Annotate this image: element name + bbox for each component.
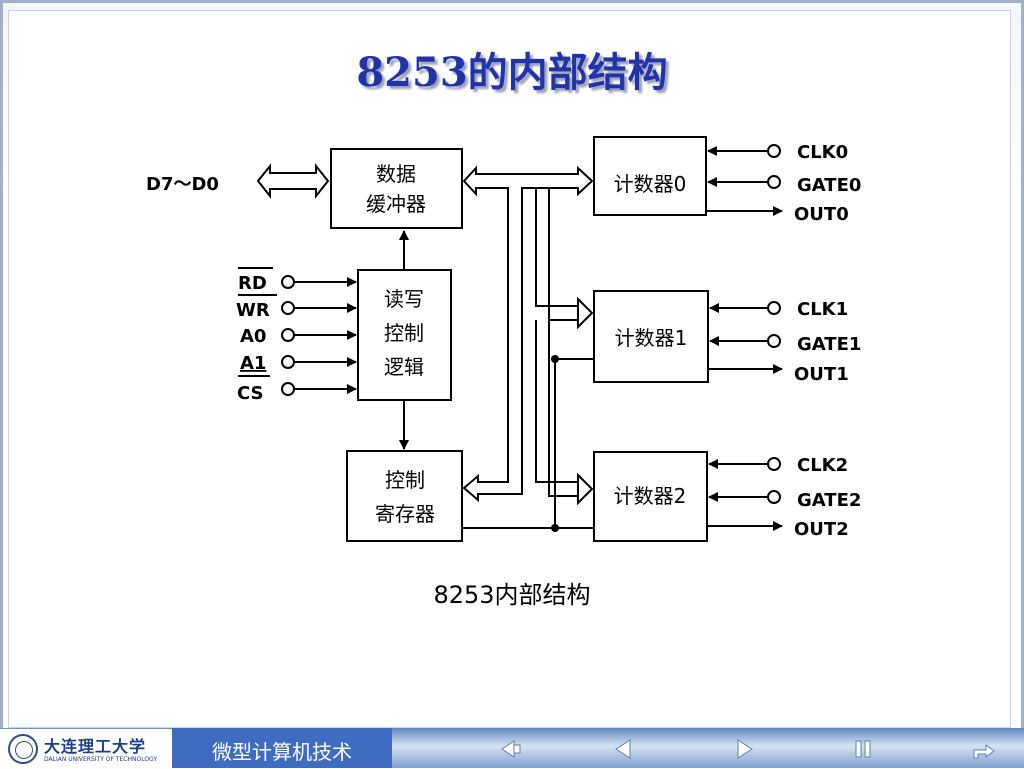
bus-arrow-counter1	[577, 296, 594, 330]
data-buffer-label-1: 数据	[376, 162, 416, 186]
counter1-block	[593, 290, 709, 383]
clk0-label: CLK0	[797, 142, 848, 163]
university-name-en: DALIAN UNIVERSITY OF TECHNOLOGY	[44, 756, 158, 763]
control-register-block	[346, 450, 463, 542]
signal-a0: A0	[240, 326, 266, 347]
rw-logic-label-1: 读写	[384, 287, 424, 311]
control-register-label-2: 寄存器	[375, 502, 435, 526]
junction-dot-1	[551, 355, 559, 363]
counter2-signal-lines	[707, 457, 783, 531]
junction-dot-2	[551, 524, 559, 532]
counter1-label: 计数器1	[615, 326, 688, 350]
internal-bus	[462, 165, 594, 503]
counter0-signal-lines	[706, 144, 783, 216]
data-bus-arrow	[256, 163, 330, 199]
return-icon[interactable]	[966, 736, 1000, 762]
diagram-caption: 8253内部结构	[433, 581, 591, 609]
control-signal-lines	[281, 275, 357, 396]
counter1-signal-lines	[708, 301, 783, 374]
counter2-block	[593, 451, 708, 542]
slide-title: 8253的内部结构	[356, 49, 668, 96]
control-register-label-1: 控制	[385, 468, 425, 492]
rw-logic-label-2: 控制	[384, 321, 424, 345]
data-buffer-block	[330, 148, 463, 229]
university-seal-icon	[8, 734, 38, 764]
university-name: 大连理工大学	[44, 737, 147, 756]
clk1-label: CLK1	[797, 299, 848, 320]
out0-label: OUT0	[794, 204, 849, 225]
clk2-label: CLK2	[797, 455, 848, 476]
data-bus-label: D7～D0	[146, 174, 219, 195]
prev-icon[interactable]	[494, 736, 528, 762]
out2-label: OUT2	[794, 519, 849, 540]
out1-label: OUT1	[794, 364, 849, 385]
rw-logic-label-3: 逻辑	[384, 355, 424, 379]
pause-icon[interactable]	[846, 736, 880, 762]
gate0-label: GATE0	[797, 175, 861, 196]
back-icon[interactable]	[608, 736, 642, 762]
signal-cs: CS	[237, 383, 264, 404]
signal-rd: RD	[238, 273, 267, 294]
bus-arrow-counter2	[577, 472, 594, 506]
signal-wr: WR	[236, 300, 270, 321]
gate2-label: GATE2	[797, 490, 861, 511]
rw-logic-block	[357, 269, 452, 401]
next-icon[interactable]	[726, 736, 760, 762]
course-title: 微型计算机技术	[212, 740, 352, 764]
university-logo: 大连理工大学 DALIAN UNIVERSITY OF TECHNOLOGY	[0, 728, 172, 769]
data-buffer-label-2: 缓冲器	[366, 192, 426, 216]
signal-a1: A1	[240, 353, 266, 374]
counter2-label: 计数器2	[614, 484, 687, 508]
course-title-box: 微型计算机技术	[172, 728, 392, 768]
footer-bar: 大连理工大学 DALIAN UNIVERSITY OF TECHNOLOGY 微…	[0, 728, 1024, 769]
counter0-block	[593, 136, 707, 216]
counter0-label: 计数器0	[614, 172, 687, 196]
gate1-label: GATE1	[797, 334, 861, 355]
